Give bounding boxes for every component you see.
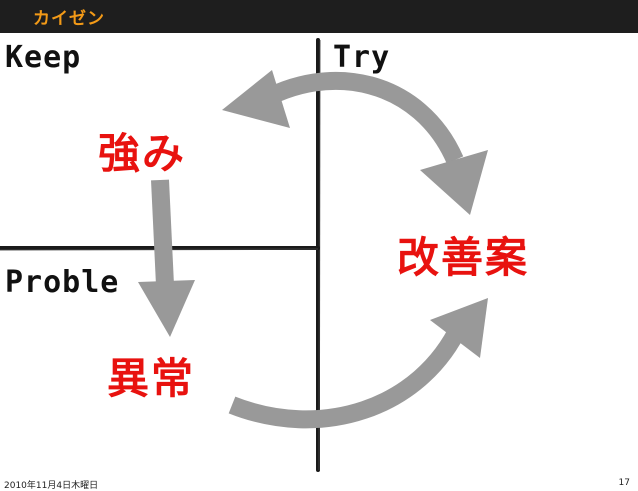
item-improvement: 改善案 — [397, 233, 530, 282]
down-arrow-shaft — [151, 179, 174, 286]
page-number: 17 — [618, 478, 630, 488]
item-anomaly: 異常 — [107, 354, 196, 403]
down-arrow-head — [138, 280, 195, 337]
bottom-arc-head — [430, 298, 488, 358]
quadrant-label-problem: Proble — [5, 265, 120, 300]
quadrant-label-keep: Keep — [5, 40, 82, 75]
slide-title: カイゼン — [33, 9, 105, 29]
top-arc-right-head — [420, 150, 488, 215]
item-strength: 強み — [98, 129, 187, 178]
bottom-arc-arrow — [228, 321, 469, 429]
top-arc-left-head — [222, 70, 290, 128]
top-arc-arrow — [253, 71, 464, 164]
header-bar: カイゼン — [0, 0, 638, 33]
vertical-divider-texture — [318, 39, 321, 471]
footer-date: 2010年11月4日木曜日 — [4, 481, 99, 491]
quadrant-label-try: Try — [333, 40, 391, 75]
